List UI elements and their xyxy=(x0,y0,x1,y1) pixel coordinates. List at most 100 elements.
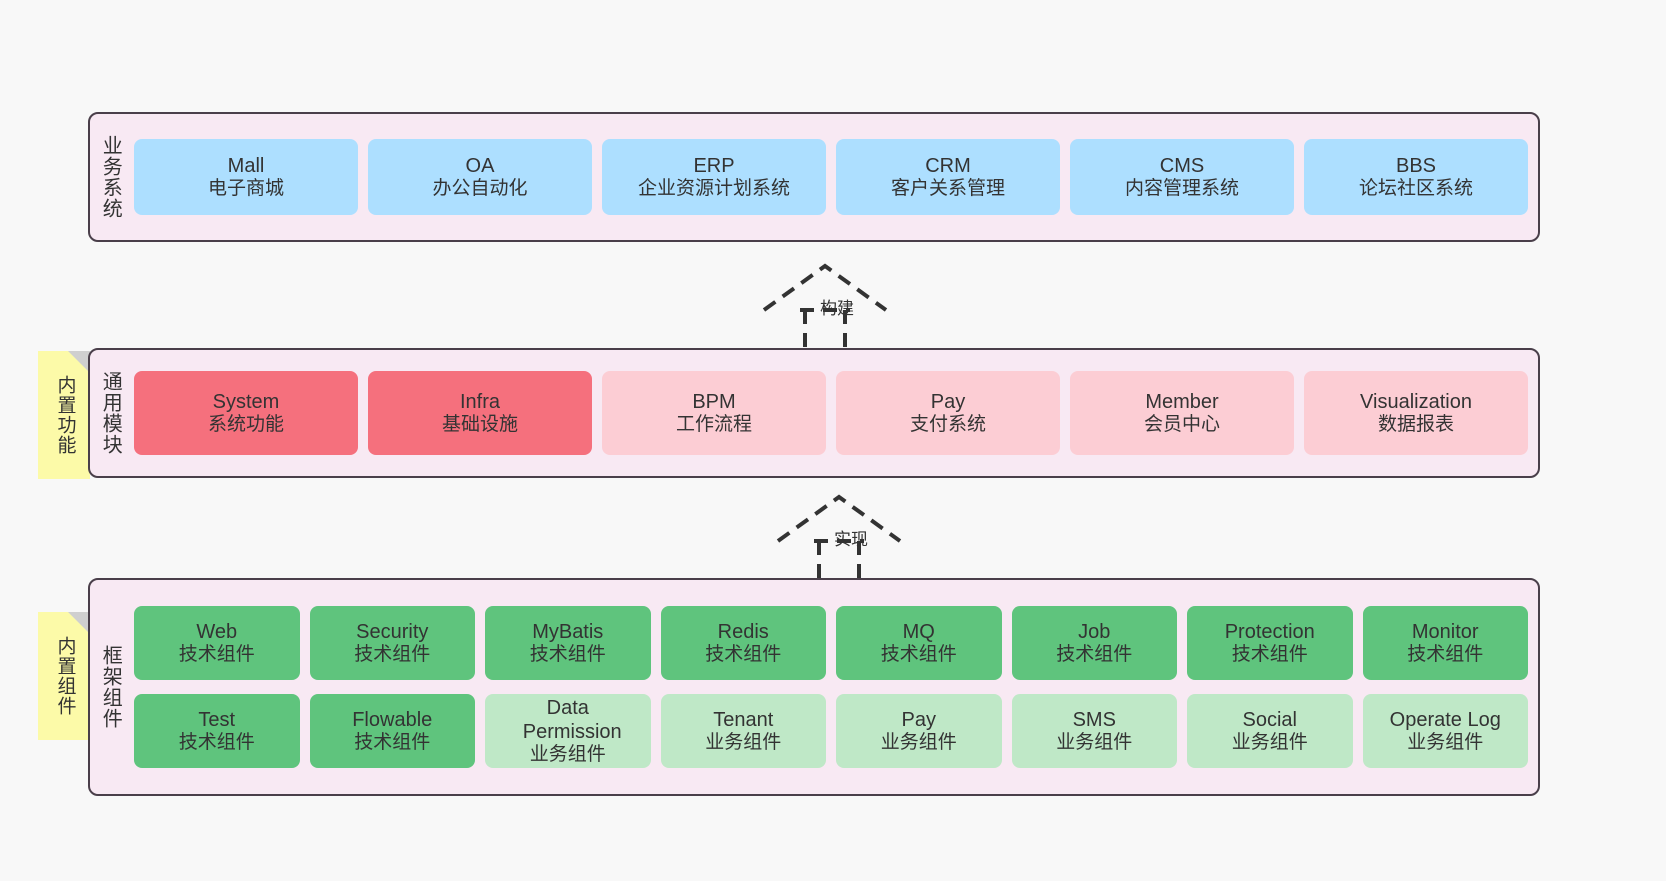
node-oa[interactable]: OA 办公自动化 xyxy=(368,139,592,215)
node-label-cn: 技术组件 xyxy=(880,643,957,665)
node-label-en: Test xyxy=(198,708,236,731)
node-label-en: ERP xyxy=(693,154,735,177)
node-label-cn: 技术组件 xyxy=(1407,643,1484,665)
node-label-cn: 技术组件 xyxy=(1231,643,1308,665)
node-label-cn: 技术组件 xyxy=(178,731,255,753)
layer-body-business: Mall 电子商城 OA 办公自动化 ERP 企业资源计划系统 CRM 客户关系… xyxy=(130,114,1538,240)
node-data-permission[interactable]: Data Permission 业务组件 xyxy=(485,694,651,768)
node-label-en: Monitor xyxy=(1411,620,1479,643)
node-label-cn: 内容管理系统 xyxy=(1124,177,1239,199)
node-label-cn: 业务组件 xyxy=(1056,731,1133,753)
node-job[interactable]: Job 技术组件 xyxy=(1011,606,1177,680)
node-label-cn: 业务组件 xyxy=(880,731,957,753)
node-mybatis[interactable]: MyBatis 技术组件 xyxy=(485,606,651,680)
node-label-en: Infra xyxy=(459,390,501,413)
node-label-en: Operate Log xyxy=(1389,708,1501,731)
node-visualization[interactable]: Visualization 数据报表 xyxy=(1304,371,1528,455)
node-label-en: Tenant xyxy=(713,708,774,731)
node-member[interactable]: Member 会员中心 xyxy=(1070,371,1294,455)
node-erp[interactable]: ERP 企业资源计划系统 xyxy=(602,139,826,215)
node-flowable[interactable]: Flowable 技术组件 xyxy=(309,694,475,768)
sticky-label: 内置组件 xyxy=(54,636,76,716)
node-crm[interactable]: CRM 客户关系管理 xyxy=(836,139,1060,215)
framework-row-tech: Web 技术组件 Security 技术组件 MyBatis 技术组件 Redi… xyxy=(134,606,1528,680)
node-cms[interactable]: CMS 内容管理系统 xyxy=(1070,139,1294,215)
node-label-en: MQ xyxy=(902,620,935,643)
node-security[interactable]: Security 技术组件 xyxy=(309,606,475,680)
node-label-en: Member xyxy=(1145,390,1219,413)
node-label-cn: 数据报表 xyxy=(1377,413,1454,435)
layer-business-systems: 业务系统 Mall 电子商城 OA 办公自动化 ERP 企业资源计划系统 CRM… xyxy=(88,112,1540,242)
node-system[interactable]: System 系统功能 xyxy=(134,371,358,455)
node-label-en: BBS xyxy=(1395,154,1437,177)
connector-label-build: 构建 xyxy=(820,299,854,318)
node-label-cn: 支付系统 xyxy=(909,413,986,435)
node-label-en: Redis xyxy=(717,620,769,643)
node-label-en: Social xyxy=(1242,708,1297,731)
node-label-cn: 业务组件 xyxy=(705,731,782,753)
node-label-cn: 业务组件 xyxy=(1407,731,1484,753)
connector-implement: 实现 xyxy=(776,493,916,579)
node-label-cn: 会员中心 xyxy=(1143,413,1220,435)
sticky-label: 内置功能 xyxy=(54,375,76,455)
layer-body-framework: Web 技术组件 Security 技术组件 MyBatis 技术组件 Redi… xyxy=(130,580,1538,794)
node-label-en: Flowable xyxy=(352,708,433,731)
implement-arrow-shaft xyxy=(817,541,861,579)
node-infra[interactable]: Infra 基础设施 xyxy=(368,371,592,455)
node-label-cn: 工作流程 xyxy=(675,413,752,435)
node-label-en: Security xyxy=(356,620,429,643)
node-redis[interactable]: Redis 技术组件 xyxy=(660,606,826,680)
layer-title-business: 业务系统 xyxy=(99,135,122,219)
build-arrowhead xyxy=(762,263,888,312)
node-label-en: Web xyxy=(196,620,238,643)
node-label-en: Job xyxy=(1078,620,1111,643)
node-label-en: Data Permission xyxy=(522,696,622,743)
node-label-cn: 办公自动化 xyxy=(432,177,528,199)
node-label-cn: 论坛社区系统 xyxy=(1358,177,1473,199)
node-social[interactable]: Social 业务组件 xyxy=(1187,694,1353,768)
node-pay-module[interactable]: Pay 支付系统 xyxy=(836,371,1060,455)
node-label-cn: 技术组件 xyxy=(354,731,431,753)
sticky-note-builtin-components: 内置组件 xyxy=(38,612,90,740)
framework-row-business: Test 技术组件 Flowable 技术组件 Data Permission … xyxy=(134,694,1528,768)
node-label-cn: 业务组件 xyxy=(529,743,606,765)
node-label-cn: 技术组件 xyxy=(529,643,606,665)
node-sms[interactable]: SMS 业务组件 xyxy=(1011,694,1177,768)
node-label-en: Pay xyxy=(901,708,936,731)
node-label-en: Pay xyxy=(930,390,966,413)
node-label-en: CRM xyxy=(925,154,971,177)
node-label-en: Mall xyxy=(227,154,265,177)
node-web[interactable]: Web 技术组件 xyxy=(134,606,300,680)
sticky-note-builtin-functions: 内置功能 xyxy=(38,351,90,479)
build-arrow-shaft xyxy=(803,310,847,348)
node-label-en: SMS xyxy=(1072,708,1116,731)
node-pay-component[interactable]: Pay 业务组件 xyxy=(836,694,1002,768)
node-label-en: MyBatis xyxy=(532,620,604,643)
node-label-en: System xyxy=(212,390,280,413)
node-label-cn: 客户关系管理 xyxy=(890,177,1005,199)
layer-body-modules: System 系统功能 Infra 基础设施 BPM 工作流程 Pay 支付系统… xyxy=(130,350,1538,476)
node-label-cn: 电子商城 xyxy=(207,177,284,199)
node-label-en: OA xyxy=(465,154,495,177)
implement-arrowhead xyxy=(776,494,902,543)
node-label-cn: 系统功能 xyxy=(207,413,284,435)
node-mq[interactable]: MQ 技术组件 xyxy=(836,606,1002,680)
node-label-cn: 业务组件 xyxy=(1231,731,1308,753)
connector-label-implement: 实现 xyxy=(834,530,868,549)
node-label-en: CMS xyxy=(1159,154,1205,177)
node-monitor[interactable]: Monitor 技术组件 xyxy=(1362,606,1528,680)
node-operate-log[interactable]: Operate Log 业务组件 xyxy=(1362,694,1528,768)
node-bpm[interactable]: BPM 工作流程 xyxy=(602,371,826,455)
node-tenant[interactable]: Tenant 业务组件 xyxy=(660,694,826,768)
layer-title-framework: 框架组件 xyxy=(99,645,122,729)
layer-title-modules: 通用模块 xyxy=(99,371,122,455)
node-bbs[interactable]: BBS 论坛社区系统 xyxy=(1304,139,1528,215)
node-label-en: BPM xyxy=(692,390,736,413)
node-mall[interactable]: Mall 电子商城 xyxy=(134,139,358,215)
node-label-en: Protection xyxy=(1224,620,1315,643)
node-label-cn: 技术组件 xyxy=(178,643,255,665)
node-protection[interactable]: Protection 技术组件 xyxy=(1187,606,1353,680)
node-test[interactable]: Test 技术组件 xyxy=(134,694,300,768)
node-label-cn: 技术组件 xyxy=(705,643,782,665)
